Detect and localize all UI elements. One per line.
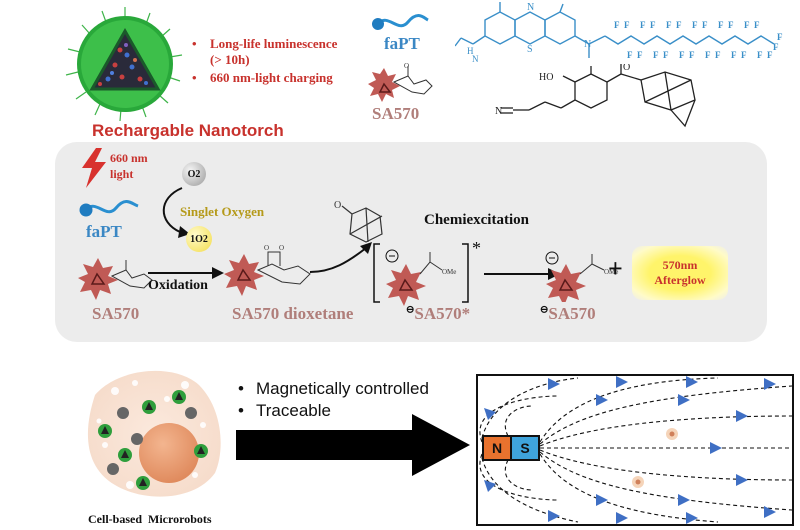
magnet-s-label: S <box>520 440 530 456</box>
fapt-f: F <box>676 20 682 30</box>
fapt-f: F <box>640 20 646 30</box>
nanotorch-spikes <box>65 7 183 122</box>
fapt-n-top: N <box>527 2 534 13</box>
sa570-label-top: SA570 <box>372 104 420 123</box>
fapt-s: S <box>527 44 533 55</box>
fapt-n-right: N <box>584 39 591 50</box>
cell-microrobot-graphic <box>75 355 225 505</box>
fapt-f: F <box>692 20 698 30</box>
sa570-n: N <box>495 106 502 117</box>
magnetic-field-box: N S <box>476 374 794 526</box>
light-label: 660 nm light <box>110 151 148 181</box>
reaction-panel <box>55 142 767 342</box>
o2-molecule: O2 <box>182 162 206 186</box>
fapt-f: F <box>777 32 783 42</box>
sa570-anion-molecule: OMe <box>545 251 618 302</box>
sa570-molecule-icon: O <box>368 62 433 102</box>
lightning-icon <box>82 148 106 188</box>
fapt-label-top: faPT <box>384 34 420 53</box>
singlet-o2-molecule: 1O2 <box>186 226 212 252</box>
microrobots-label: Cell-based Microrobots <box>88 512 212 526</box>
fapt-f: F <box>741 50 747 60</box>
fragmentation-arrow <box>309 242 372 273</box>
fapt-f: F <box>757 50 763 60</box>
sa570-ho: HO <box>539 72 553 83</box>
fapt-f: F <box>624 20 630 30</box>
fapt-f: F <box>653 50 659 60</box>
fapt-f: F <box>773 42 779 52</box>
fapt-label-mid: faPT <box>86 222 122 241</box>
excited-star: * <box>472 238 481 258</box>
dioxetane-label: SA570 dioxetane <box>232 304 354 323</box>
fapt-f: F <box>754 20 760 30</box>
adamantanone-o: O <box>334 200 341 211</box>
fapt-f: F <box>689 50 695 60</box>
magnet-n-label: N <box>491 440 503 456</box>
nanotorch-core <box>89 27 161 91</box>
anion-ome: OMe <box>604 268 618 276</box>
anion-label-text: SA570 <box>548 304 596 323</box>
sa570-o: O <box>623 64 630 73</box>
fapt-f: F <box>705 50 711 60</box>
fapt-f: F <box>715 50 721 60</box>
feature-long-life: Long-life luminescence(> 10h) <box>192 36 382 68</box>
fapt-f: F <box>718 20 724 30</box>
feature-light-charging: 660 nm-light charging <box>192 70 382 86</box>
fapt-h: H <box>467 46 474 56</box>
dioxetane-o2: O <box>279 244 284 252</box>
magnet-s-pole: S <box>510 435 540 461</box>
fapt-f: F <box>650 20 656 30</box>
fapt-squiggle-icon-mid <box>79 200 139 217</box>
fapt-f: F <box>637 50 643 60</box>
fapt-f: F <box>679 50 685 60</box>
adamantanone-molecule: O <box>334 200 383 243</box>
nanotorch-features: Long-life luminescence(> 10h) 660 nm-lig… <box>192 36 382 86</box>
excited-state-bracket: OMe <box>373 243 469 306</box>
excited-label: ⊖SA570* <box>406 304 471 323</box>
sa570-top-o: O <box>404 62 409 70</box>
chemiexcitation-label: Chemiexcitation <box>424 212 529 228</box>
afterglow-badge: 570nm Afterglow <box>632 246 728 300</box>
sa570-molecule-mid <box>78 258 153 300</box>
anion-label: ⊖SA570 <box>540 304 596 323</box>
feature-magnetic: Magnetically controlled <box>238 378 429 400</box>
excited-label-text: SA570* <box>414 304 471 323</box>
fapt-f: F <box>767 50 773 60</box>
nanotorch-label: Rechargable Nanotorch <box>92 121 284 140</box>
fapt-f: F <box>627 50 633 60</box>
big-right-arrow <box>236 414 470 476</box>
nanotorch-dots <box>98 43 148 86</box>
cell-particles <box>98 390 208 490</box>
fapt-f: F <box>731 50 737 60</box>
microrobot-features: Magnetically controlled Traceable <box>238 378 429 422</box>
dioxetane-molecule: O O <box>224 244 311 296</box>
fapt-squiggle-icon <box>372 14 429 30</box>
fapt-f: F <box>614 20 620 30</box>
excited-ome: OMe <box>442 268 456 276</box>
oxidation-arrow <box>148 267 224 279</box>
cell-nucleus <box>139 423 199 483</box>
nanotorch-graphic <box>60 5 190 123</box>
fapt-f: F <box>728 20 734 30</box>
fapt-structure: N S H N N F F F F F F F F F F F F F F F … <box>455 2 783 64</box>
singlet-o2-label: 1O2 <box>190 233 208 245</box>
fapt-f: F <box>663 50 669 60</box>
magnet-n-pole: N <box>482 435 512 461</box>
sa570-label-mid: SA570 <box>92 304 140 323</box>
o2-label: O2 <box>187 168 201 180</box>
feature-traceable: Traceable <box>238 400 429 422</box>
plus-sign: + <box>608 254 623 283</box>
microrobot-dots <box>632 428 678 488</box>
fapt-f: F <box>666 20 672 30</box>
afterglow-label: 570nm Afterglow <box>654 258 706 287</box>
singlet-oxygen-label: Singlet Oxygen <box>180 204 265 219</box>
fapt-f: F <box>744 20 750 30</box>
fapt-n-left: N <box>472 54 479 64</box>
sa570-cl: Cl <box>586 64 596 67</box>
dioxetane-o1: O <box>264 244 269 252</box>
fapt-f: F <box>702 20 708 30</box>
field-arrowheads <box>484 376 776 524</box>
sa570-precursor-structure: Cl HO O N <box>495 64 696 128</box>
oxidation-label: Oxidation <box>148 278 208 293</box>
